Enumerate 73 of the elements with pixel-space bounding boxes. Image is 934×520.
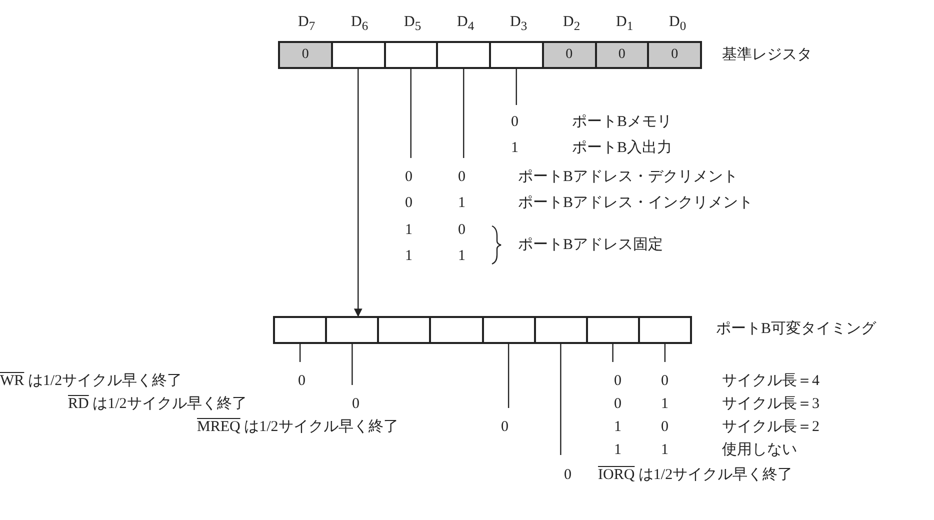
bit-value: 0: [458, 168, 466, 186]
bit-label: D$_{2}$: [563, 13, 580, 35]
bit-value: 0: [661, 418, 668, 436]
bit-value: 1: [614, 441, 622, 459]
bit-line: [299, 343, 301, 362]
description: ポートBアドレス・デクリメント: [518, 168, 738, 186]
description: サイクル長＝4: [722, 372, 820, 390]
bit-line: [410, 68, 412, 158]
bit-label: D$_{3}$: [510, 13, 528, 35]
bit-line: [664, 343, 666, 362]
description: RD は1/2サイクル早く終了: [68, 395, 247, 413]
bit-cell: [430, 317, 482, 343]
bit-value: 1: [511, 139, 518, 157]
description: サイクル長＝2: [722, 418, 820, 436]
bit-value: 0: [564, 466, 572, 484]
bit-value: 1: [661, 441, 668, 459]
bit-label: D$_{1}$: [616, 13, 634, 35]
bit-cell: [384, 42, 438, 68]
bit-label: D$_{6}$: [351, 13, 368, 35]
description: MREQ は1/2サイクル早く終了: [197, 418, 398, 436]
description: ポートB入出力: [572, 139, 672, 157]
bit-value: 1: [614, 418, 622, 436]
bit-value: 1: [458, 247, 466, 265]
bit-line: [612, 343, 614, 362]
bit-value: 1: [405, 221, 412, 239]
description: WR は1/2サイクル早く終了: [0, 372, 182, 390]
bit-value: 1: [458, 194, 466, 212]
description: サイクル長＝3: [722, 395, 820, 413]
bit-line: [560, 343, 562, 455]
bit-value: 0: [511, 113, 518, 131]
description: ポートBメモリ: [572, 113, 672, 131]
bit-cell: 0: [648, 42, 701, 68]
bit-value: 0: [352, 395, 360, 413]
bit-value: 0: [614, 395, 622, 413]
bit-cell: [378, 317, 430, 343]
bit-cell: [482, 317, 535, 343]
bit-cell: [638, 317, 691, 343]
register-name: ポートB可変タイミング: [716, 320, 876, 338]
bit-cell: [332, 42, 384, 68]
bit-cell: 0: [279, 42, 332, 68]
arrow: [354, 68, 362, 317]
description: ポートBアドレス固定: [518, 236, 664, 254]
bit-label: D$_{7}$: [298, 13, 316, 35]
bit-value: 0: [405, 194, 412, 212]
bit-value: 0: [298, 372, 306, 390]
bit-value: 0: [661, 372, 668, 390]
bit-cell: [274, 317, 326, 343]
bit-line: [508, 343, 510, 408]
bit-line: [463, 68, 464, 158]
bit-value: 0: [501, 418, 508, 436]
bit-value: 0: [614, 372, 622, 390]
description: IORQ は1/2サイクル早く終了: [598, 466, 793, 484]
bit-cell: [534, 317, 587, 343]
bit-cell: [586, 317, 639, 343]
bit-line: [352, 343, 353, 385]
bit-value: 1: [405, 247, 412, 265]
bit-label: D$_{0}$: [669, 13, 686, 35]
bit-cell: 0: [542, 42, 596, 68]
bit-cell: [490, 42, 543, 68]
bit-cell: [326, 317, 378, 343]
bit-value: 0: [458, 221, 466, 239]
register-name: 基準レジスタ: [722, 46, 812, 64]
bit-cell: [437, 42, 490, 68]
description: ポートBアドレス・インクリメント: [518, 194, 754, 212]
bit-label: D$_{5}$: [404, 13, 422, 35]
register-box: [273, 316, 692, 344]
register-box: [278, 41, 702, 69]
description: 使用しない: [722, 441, 797, 459]
bit-cell: 0: [596, 42, 648, 68]
bit-value: 0: [405, 168, 412, 186]
bit-label: D$_{4}$: [457, 13, 474, 35]
bit-value: 1: [661, 395, 668, 413]
bit-line: [516, 68, 517, 105]
